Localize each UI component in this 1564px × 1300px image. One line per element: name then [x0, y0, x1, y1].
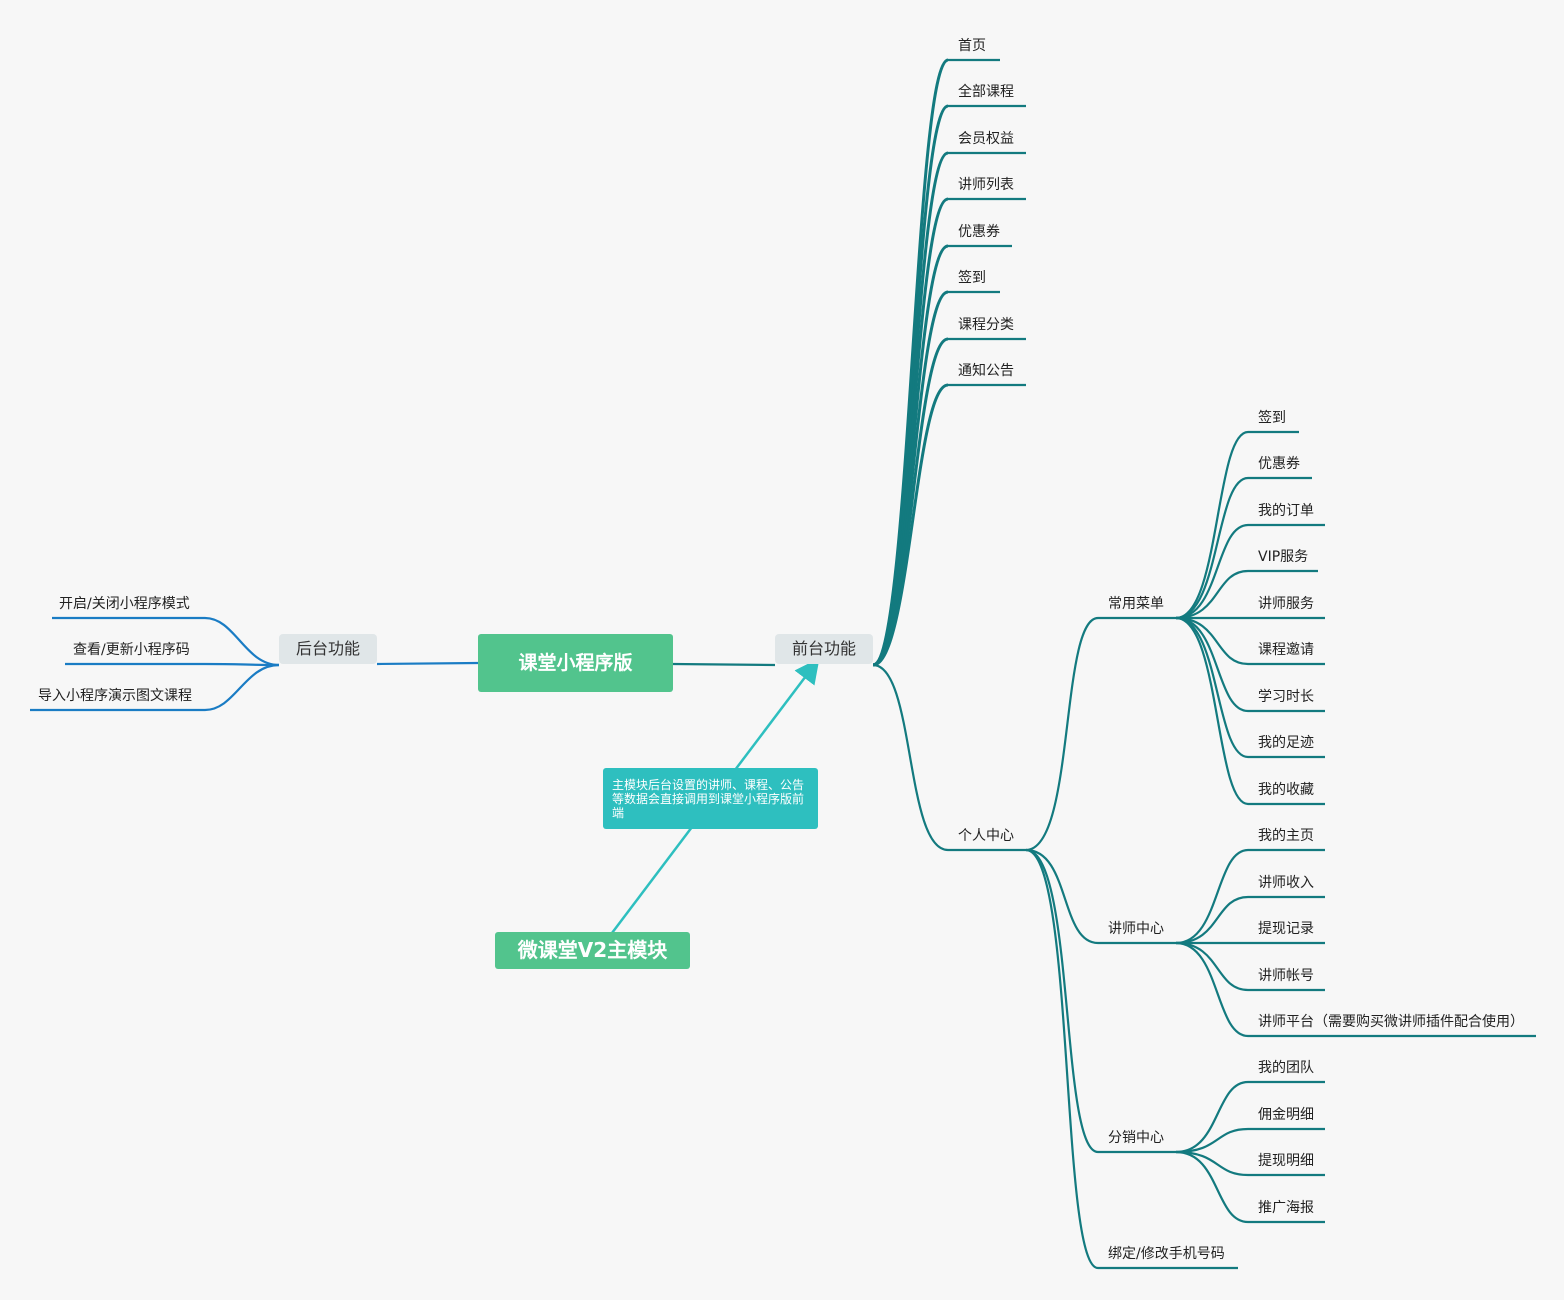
frontend-item[interactable]: 全部课程 [958, 84, 1014, 100]
teacher-center-item[interactable]: 讲师帐号 [1258, 968, 1314, 984]
distribution-center-item[interactable]: 提现明细 [1258, 1153, 1314, 1169]
teacher-center-item[interactable]: 讲师平台（需要购买微讲师插件配合使用） [1258, 1014, 1524, 1030]
common-menu-item[interactable]: 课程邀请 [1258, 642, 1314, 658]
distribution-center-item[interactable]: 我的团队 [1258, 1060, 1314, 1076]
distribution-center-item[interactable]: 佣金明细 [1258, 1107, 1314, 1123]
frontend-item[interactable]: 课程分类 [958, 317, 1014, 333]
teacher-center-item[interactable]: 提现记录 [1258, 921, 1314, 937]
teacher-center-node[interactable]: 讲师中心 [1108, 921, 1164, 937]
common-menu-item[interactable]: 讲师服务 [1258, 596, 1314, 612]
common-menu-item[interactable]: 签到 [1258, 410, 1286, 426]
backend-node[interactable]: 后台功能 [279, 634, 377, 664]
common-menu-item[interactable]: 我的收藏 [1258, 782, 1314, 798]
common-menu-item[interactable]: 我的订单 [1258, 503, 1314, 519]
frontend-item[interactable]: 讲师列表 [958, 177, 1014, 193]
distribution-center-node[interactable]: 分销中心 [1108, 1130, 1164, 1146]
personal-center-node[interactable]: 个人中心 [958, 828, 1014, 844]
backend-item[interactable]: 导入小程序演示图文课程 [38, 688, 192, 704]
frontend-item[interactable]: 会员权益 [958, 131, 1014, 147]
bind-phone-item[interactable]: 绑定/修改手机号码 [1108, 1246, 1225, 1262]
secondary-root-topic[interactable]: 微课堂V2主模块 [495, 932, 690, 969]
frontend-item[interactable]: 优惠券 [958, 224, 1000, 240]
frontend-item[interactable]: 签到 [958, 270, 986, 286]
frontend-item[interactable]: 通知公告 [958, 363, 1014, 379]
teacher-center-item[interactable]: 讲师收入 [1258, 875, 1314, 891]
teacher-center-item[interactable]: 我的主页 [1258, 828, 1314, 844]
common-menu-item[interactable]: 优惠券 [1258, 456, 1300, 472]
relation-callout[interactable]: 主模块后台设置的讲师、课程、公告等数据会直接调用到课堂小程序版前端 [603, 768, 818, 829]
common-menu-item[interactable]: 学习时长 [1258, 689, 1314, 705]
backend-item[interactable]: 开启/关闭小程序模式 [59, 596, 190, 612]
frontend-item[interactable]: 首页 [958, 38, 986, 54]
central-topic[interactable]: 课堂小程序版 [478, 634, 673, 692]
distribution-center-item[interactable]: 推广海报 [1258, 1200, 1314, 1216]
frontend-node[interactable]: 前台功能 [775, 634, 873, 664]
backend-item[interactable]: 查看/更新小程序码 [73, 642, 190, 658]
common-menu-item[interactable]: 我的足迹 [1258, 735, 1314, 751]
common-menu-node[interactable]: 常用菜单 [1108, 596, 1164, 612]
common-menu-item[interactable]: VIP服务 [1258, 549, 1309, 565]
